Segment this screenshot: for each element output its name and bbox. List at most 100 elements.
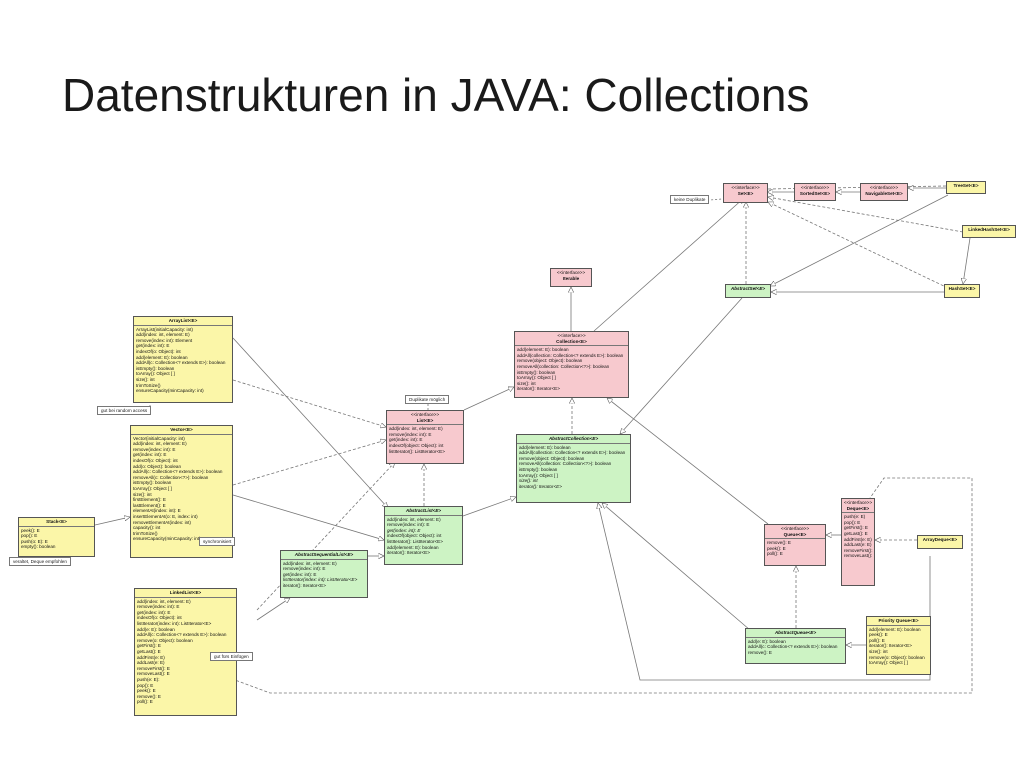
member: add(index: int, element: E)	[387, 516, 441, 522]
member: insertElementAt(o: E, index: int)	[133, 513, 198, 519]
edge-vector-list	[232, 440, 386, 486]
member: add(index: int, element: E)	[136, 332, 190, 338]
class-name: TreeSet<E>	[953, 183, 979, 188]
class-treeset[interactable]: TreeSet<E>	[946, 181, 986, 194]
member: indexOf(o: Object): int	[136, 348, 181, 354]
member: remove(index: int): E	[389, 431, 432, 437]
member: get(index: int): E	[137, 609, 171, 615]
member: capacity(): int	[133, 525, 161, 531]
member: remove(o: Object): boolean	[137, 637, 193, 643]
member: indexOf(object: Object): int	[387, 533, 442, 539]
stereotype-label: <<interface>>	[410, 412, 440, 417]
member: poll(): E	[137, 699, 153, 705]
member: poll(): E	[869, 637, 885, 643]
member-list: Vector(initialCapacity: int) add(index: …	[131, 435, 232, 543]
member: removeAll(c: Collection<?>): boolean	[133, 474, 209, 480]
member-list: add(element: E): boolean peek(): E poll(…	[867, 626, 930, 667]
member: removeLast(): E	[137, 671, 170, 677]
member-list: add(index: int, element: E) remove(index…	[387, 425, 463, 455]
stereotype-label: <<interface>>	[780, 526, 810, 531]
member: add(e: E): boolean	[137, 626, 175, 632]
edge-linkedhashset-set	[768, 197, 964, 233]
note-duplikate-moeglich: Duplikate möglich	[405, 395, 450, 404]
member: push(e: E)	[844, 514, 866, 520]
class-iterable[interactable]: <<interface>>Iterable	[550, 268, 592, 287]
member: trimToSize()	[136, 382, 161, 388]
class-arraydeque[interactable]: ArrayDeque<E>	[917, 535, 963, 549]
class-sortedset[interactable]: <<interface>>SortedSet<E>	[794, 183, 836, 201]
member: isEmpty(): boolean	[519, 466, 558, 472]
class-priorityqueue[interactable]: Priority Queue<E> add(element: E): boole…	[866, 616, 931, 675]
member: getLast(): E	[137, 648, 161, 654]
member: toArray(): Object [ ]	[133, 485, 172, 491]
member: listIterator(index: int): ListIterator<E…	[283, 577, 358, 583]
member: peek(): E	[767, 545, 786, 551]
member: size(): int	[519, 478, 538, 484]
class-abstractcollection[interactable]: AbstractCollection<E> add(element: E): b…	[516, 434, 631, 503]
class-set[interactable]: <<interface>>Set<E>	[723, 183, 768, 203]
class-name: AbstractSet<E>	[730, 286, 766, 291]
class-hashset[interactable]: HashSet<E>	[944, 284, 980, 298]
note-synchronisiert: synchronisiert	[199, 537, 236, 546]
member: iterator(): Iterator<E>	[519, 483, 562, 489]
member: add(o: Object): boolean	[133, 463, 182, 469]
member-list: peek(): E pop(): E push(o: E): E empty()…	[19, 527, 94, 551]
note-einfuegen: gut fürs Einfügen	[210, 652, 253, 661]
member: iterator(): Iterator<E>	[283, 582, 326, 588]
member: getFirst(): E	[137, 643, 161, 649]
stereotype-label: <<interface>>	[557, 333, 586, 338]
member: toArray(): Object [ ]	[517, 375, 556, 381]
member-list: add(index: int, element: E) remove(index…	[281, 560, 367, 590]
class-navigableset[interactable]: <<interface>>NavigableSet<E>	[860, 183, 908, 201]
member: remove(object: Object): boolean	[519, 455, 585, 461]
stereotype-label: <<interface>>	[869, 185, 899, 190]
member: add(index: int, element: E)	[137, 598, 191, 604]
member: toArray(): Object [ ]	[519, 472, 558, 478]
class-linkedhashset[interactable]: LinkedHashSet<E>	[962, 225, 1016, 238]
class-name: AbstractList<E>	[405, 508, 442, 513]
member: iterator(): Iterator<E>	[869, 643, 912, 649]
member: indexOf(o: Object): int	[137, 615, 182, 621]
member: listIterator(index: int): ListIterator<E…	[137, 620, 212, 626]
member: empty(): boolean	[21, 544, 56, 550]
class-collection[interactable]: <<interface>>Collection<E> add(element: …	[514, 331, 629, 398]
member: add(index: int, element: E)	[389, 426, 443, 432]
class-abstractset[interactable]: AbstractSet<E>	[725, 284, 771, 298]
edge-linkedlist-deque	[207, 477, 973, 694]
member: size(): int	[517, 380, 536, 386]
edge-arraylist-abstractlist	[232, 337, 388, 508]
member: get(index: int): E	[133, 452, 167, 458]
class-vector[interactable]: Vector<E> Vector(initialCapacity: int) a…	[130, 425, 233, 558]
edge-linkedlist-asl	[256, 598, 290, 621]
member: remove(): E	[767, 540, 791, 546]
class-name: Queue<E>	[783, 531, 807, 537]
class-queue[interactable]: <<interface>>Queue<E> remove(): E peek()…	[764, 524, 826, 566]
note-keine-duplikate: keine Duplikate	[670, 195, 710, 204]
member-list: add(element: E): boolean addAll(collecti…	[517, 444, 630, 491]
member: add(element: E): boolean	[136, 354, 188, 360]
member: lastElement(): E	[133, 502, 166, 508]
stereotype-label: <<interface>>	[731, 185, 760, 190]
class-abstractqueue[interactable]: AbstractQueue<E> add(e: E): boolean addA…	[745, 628, 846, 664]
class-name: HashSet<E>	[948, 286, 976, 291]
member: removeAll(collection: Collection<?>): bo…	[519, 461, 612, 467]
member: iterator(): Iterator<E>	[387, 550, 430, 556]
class-abstractlist[interactable]: AbstractList<E> add(index: int, element:…	[384, 506, 463, 565]
edge-abstractlist-abstractcollection	[462, 497, 516, 517]
class-abstractsequentiallist[interactable]: AbstractSequentialList<E> add(index: int…	[280, 550, 368, 598]
member: remove(): E	[748, 649, 772, 655]
class-name: List<E>	[416, 417, 434, 423]
class-list[interactable]: <<interface>>List<E> add(index: int, ele…	[386, 410, 464, 464]
member-list: push(e: E) pop(): E getFirst(): E getLas…	[842, 513, 874, 560]
member: remove(): E	[137, 693, 161, 699]
member: addLast(e: E)	[844, 542, 872, 548]
class-arraylist[interactable]: ArrayList<E> ArrayList(initialCapacity: …	[133, 316, 233, 403]
member: remove(index: int): E	[137, 604, 180, 610]
class-deque[interactable]: <<interface>>Deque<E> push(e: E) pop(): …	[841, 498, 875, 586]
member: removeFirst(): E	[844, 547, 875, 553]
class-stack[interactable]: Stack<E> peek(): E pop(): E push(o: E): …	[18, 517, 95, 557]
member: add(element: E): boolean	[517, 347, 569, 353]
member: isEmpty(): boolean	[517, 369, 556, 375]
member: remove(object: Object): boolean	[517, 358, 583, 364]
